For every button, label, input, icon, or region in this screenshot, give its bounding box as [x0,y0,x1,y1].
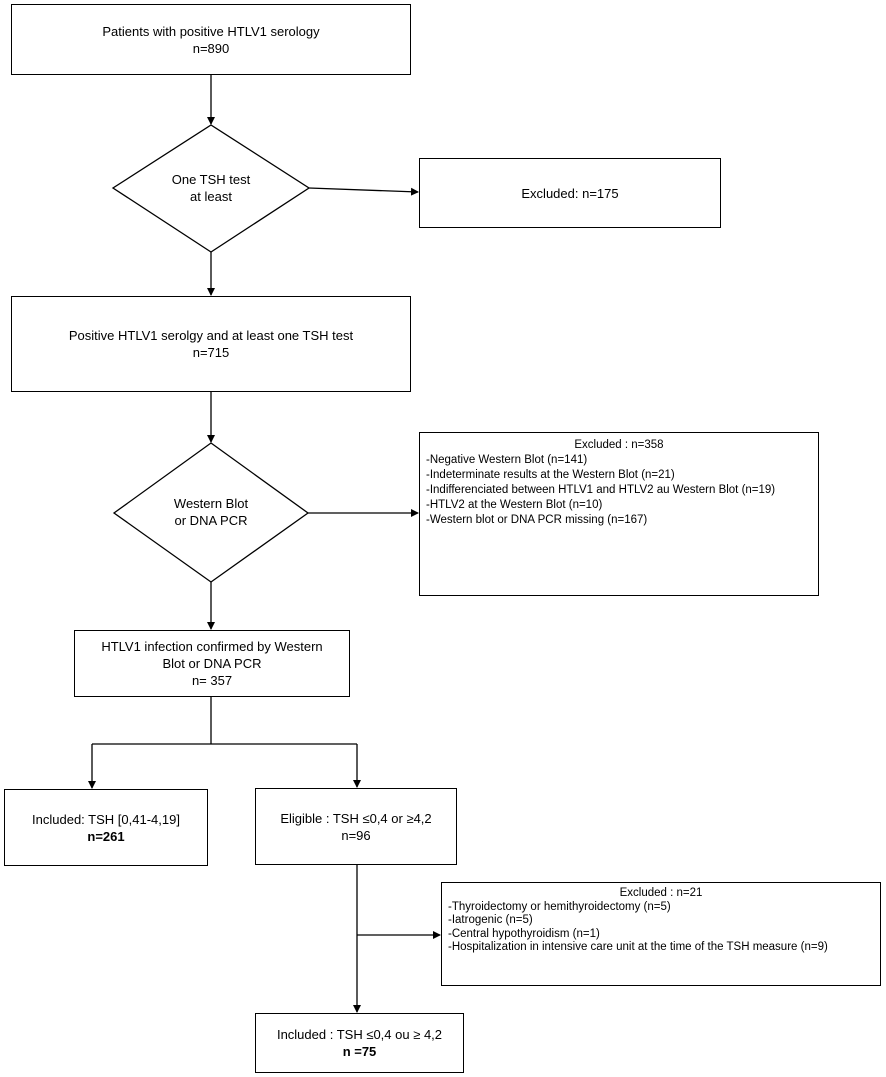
excluded-wb-item: -Western blot or DNA PCR missing (n=167) [426,514,648,526]
eligible-label: Eligible : TSH ≤0,4 or ≥4,2 [280,810,432,826]
decision-tsh-text: One TSH test at least [131,171,291,205]
start-box: Patients with positive HTLV1 serology n=… [11,4,411,75]
excluded-wb-item: -Indifferenciated between HTLV1 and HTLV… [426,484,776,496]
excluded-tsh-label: Excluded: n=175 [521,185,619,201]
excluded-tsh-box: Excluded: n=175 [419,158,721,228]
excluded-wb-item: -Indeterminate results at the Western Bl… [426,469,675,481]
decision-tsh-line1: One TSH test [171,172,251,187]
decision-wb-text: Western Blot or DNA PCR [131,495,291,529]
included-final-box: Included : TSH ≤0,4 ou ≥ 4,2 n =75 [255,1013,464,1073]
included-final-count: n =75 [342,1044,377,1059]
confirmed-line2: Blot or DNA PCR [162,656,262,671]
eligible-box: Eligible : TSH ≤0,4 or ≥4,2 n=96 [255,788,457,865]
positive-tsh-box: Positive HTLV1 serolgy and at least one … [11,296,411,392]
start-title: Patients with positive HTLV1 serology [102,23,320,39]
confirmed-box: HTLV1 infection confirmed by Western Blo… [74,630,350,697]
excluded-wb-item: -HTLV2 at the Western Blot (n=10) [426,499,603,511]
excluded-wb-item: -Negative Western Blot (n=141) [426,454,588,466]
eligible-count: n=96 [341,827,371,843]
excluded-wb-box: Excluded : n=358 -Negative Western Blot … [419,432,819,596]
positive-tsh-title: Positive HTLV1 serolgy and at least one … [68,328,354,343]
excluded-eligible-item: -Central hypothyroidism (n=1) [448,927,600,940]
excluded-eligible-item: -Thyroidectomy or hemithyroidectomy (n=5… [448,900,671,913]
included-normal-box: Included: TSH [0,41-4,19] n=261 [4,789,208,866]
decision-wb-line2: or DNA PCR [174,513,248,528]
excluded-eligible-item: -Iatrogenic (n=5) [448,914,533,926]
arrow-tsh-to-excluded [308,187,419,196]
excluded-wb-title: Excluded : n=358 [574,439,664,451]
confirmed-count: n= 357 [191,673,233,688]
included-final-label: Included : TSH ≤0,4 ou ≥ 4,2 [276,1027,443,1042]
positive-tsh-count: n=715 [192,345,230,360]
confirmed-line1: HTLV1 infection confirmed by Western [101,639,323,654]
excluded-eligible-box: Excluded : n=21 -Thyroidectomy or hemith… [441,882,881,986]
decision-wb-line1: Western Blot [173,496,249,511]
decision-tsh-line2: at least [190,189,232,204]
start-count: n=890 [192,40,230,56]
excluded-eligible-item: -Hospitalization in intensive care unit … [448,941,828,953]
included-normal-count: n=261 [87,828,125,844]
included-normal-label: Included: TSH [0,41-4,19] [32,811,180,827]
excluded-eligible-title: Excluded : n=21 [619,887,703,899]
